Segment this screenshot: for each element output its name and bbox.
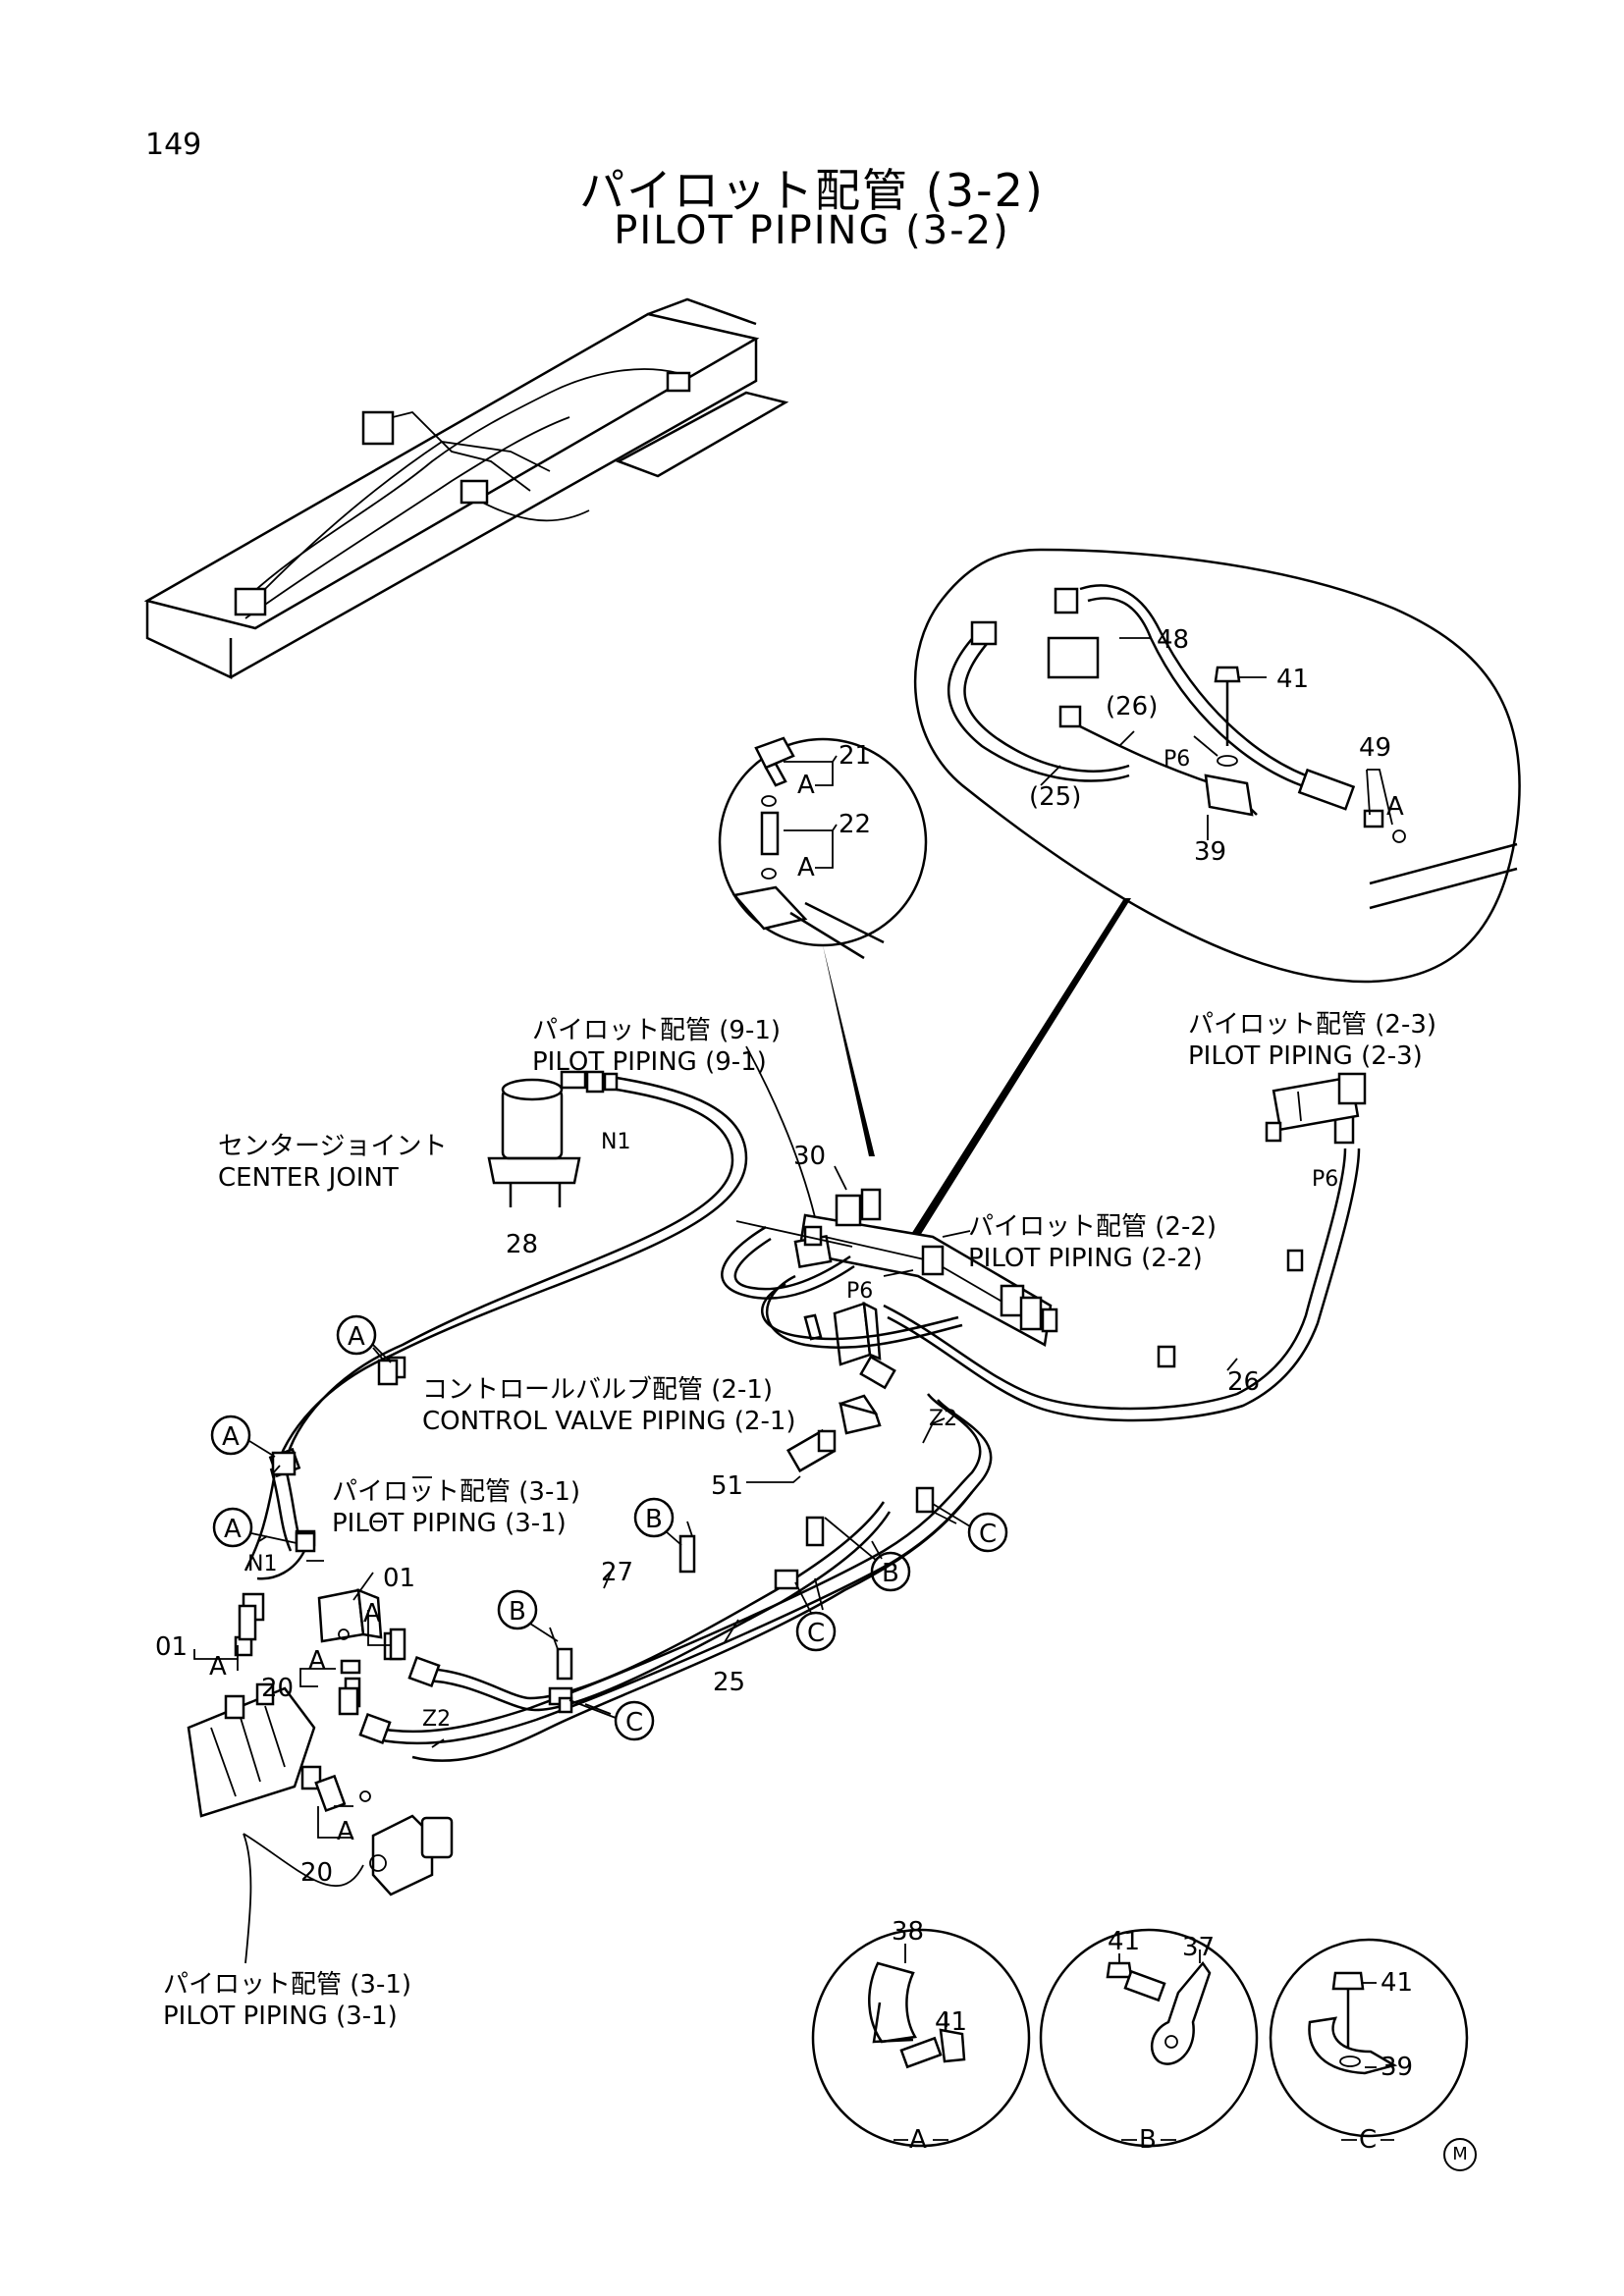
label-control-valve-piping-jp: コントロールバルブ配管 (2-1)	[422, 1375, 773, 1405]
label-pilot-piping-2-3-jp: パイロット配管 (2-3)	[1188, 1010, 1436, 1040]
svg-text:A: A	[224, 1515, 242, 1544]
control-valve-piping-block	[803, 1301, 882, 1435]
clamp-callouts: A A A B B B C	[210, 1314, 1008, 1741]
center-joint	[487, 1070, 619, 1207]
part-number-37: 37	[1182, 1933, 1215, 1962]
clamp-callout-b: B	[824, 1517, 911, 1592]
pilot-valve-left	[317, 1588, 403, 1708]
label-pilot-piping-2-3-en: PILOT PIPING (2-3)	[1188, 1041, 1423, 1071]
part-number-41-detail-b: 41	[1108, 1927, 1140, 1956]
label-pilot-piping-2-2-en: PILOT PIPING (2-2)	[968, 1244, 1203, 1273]
part-number-41-detail-c: 41	[1380, 1968, 1413, 1998]
detail-circle-c: 41 39 C	[1269, 1938, 1469, 2155]
page-title-japanese: パイロット配管 (3-2)	[579, 164, 1045, 217]
clamp-callout-c: C	[794, 1581, 837, 1652]
clamp-callout-b: B	[497, 1589, 559, 1642]
part-number-21: 21	[839, 741, 871, 771]
part-number-39: 39	[1194, 837, 1226, 867]
clamp-callout-c: C	[568, 1699, 655, 1741]
part-number-01-upper: 01	[383, 1564, 415, 1593]
detail-circle-fittings: 21 A 22 A	[718, 736, 928, 1156]
part-number-20-lower: 20	[300, 1858, 333, 1888]
detail-label-c: C	[1359, 2125, 1377, 2155]
part-number-20: 20	[261, 1674, 294, 1703]
label-center-joint-jp: センタージョイント	[218, 1132, 447, 1161]
machine-overview	[143, 297, 789, 679]
seal-label-a: A	[1386, 792, 1404, 822]
detail-circle-b: 41 37 B	[1039, 1927, 1259, 2155]
part-number-48: 48	[1157, 625, 1189, 655]
port-label-p6-upper: P6	[1312, 1167, 1338, 1192]
seal-label-a: A	[308, 1646, 326, 1676]
part-number-26: 26	[1227, 1367, 1260, 1397]
label-pilot-piping-3-1-lower-en: PILOT PIPING (3-1)	[163, 2002, 398, 2031]
label-pilot-piping-3-1-jp: パイロット配管 (3-1)	[332, 1477, 580, 1507]
seal-label-a: A	[209, 1652, 227, 1682]
clamp-callout-a: A	[212, 1507, 298, 1548]
detail-label-a: A	[909, 2125, 927, 2155]
part-number-39-detail-c: 39	[1380, 2053, 1413, 2082]
seal-label-a: A	[797, 771, 815, 800]
main-piping-layout: パイロット配管 (9-1) PILOT PIPING (9-1) パイロット配管…	[155, 1010, 1436, 2031]
port-label-z2: Z2	[929, 1407, 957, 1431]
part-number-26-ref: (26)	[1106, 692, 1158, 721]
part-number-49: 49	[1359, 733, 1391, 763]
svg-text:B: B	[509, 1597, 526, 1627]
part-number-41-detail-a: 41	[935, 2007, 967, 2037]
part-number-28: 28	[506, 1230, 538, 1259]
publisher-logo: M	[1443, 2138, 1477, 2171]
port-label-z2-lower: Z2	[422, 1707, 451, 1732]
svg-text:A: A	[222, 1422, 240, 1452]
port-label-n1-lower: N1	[247, 1552, 277, 1576]
svg-text:A: A	[348, 1322, 365, 1352]
clamp-callout-b: B	[633, 1497, 682, 1546]
svg-text:C: C	[625, 1708, 643, 1737]
detail-label-b: B	[1139, 2125, 1157, 2155]
part-number-27: 27	[601, 1558, 633, 1587]
svg-text:B: B	[645, 1505, 663, 1534]
label-pilot-piping-3-1-en: PILOT PIPING (3-1)	[332, 1509, 567, 1538]
svg-text:C: C	[979, 1520, 997, 1549]
port-label-p6-center: P6	[846, 1279, 873, 1304]
page-number: 149	[145, 128, 202, 162]
seal-label-a: A	[363, 1599, 381, 1629]
part-number-25-ref: (25)	[1029, 782, 1081, 812]
detail-oval-pilot-piping: 48 41 (26) P6 (25) 39 49 A	[908, 548, 1521, 1239]
svg-text:B: B	[882, 1559, 899, 1588]
part-number-51: 51	[711, 1471, 743, 1501]
part-number-22: 22	[839, 810, 871, 839]
part-number-01: 01	[155, 1632, 188, 1662]
clamp-callout-c: C	[932, 1503, 1008, 1553]
label-control-valve-piping-en: CONTROL VALVE PIPING (2-1)	[422, 1407, 796, 1436]
part-number-30: 30	[793, 1142, 826, 1171]
detail-circle-a: 38 41 A	[811, 1917, 1031, 2155]
part-number-41: 41	[1276, 665, 1309, 694]
svg-text:C: C	[807, 1619, 825, 1648]
clamp-callout-a: A	[336, 1314, 392, 1363]
label-pilot-piping-2-2-jp: パイロット配管 (2-2)	[968, 1212, 1217, 1242]
seal-label-a: A	[337, 1817, 354, 1846]
clamp-callout-a: A	[210, 1415, 276, 1458]
port-label-n1: N1	[601, 1130, 630, 1154]
part-number-25: 25	[713, 1668, 745, 1697]
label-center-joint-en: CENTER JOINT	[218, 1163, 399, 1193]
label-pilot-piping-9-1-en: PILOT PIPING (9-1)	[532, 1047, 767, 1077]
page-title-english: PILOT PIPING (3-2)	[614, 208, 1010, 253]
control-valve-lower-left	[187, 1682, 454, 1896]
label-pilot-piping-9-1-jp: パイロット配管 (9-1)	[532, 1016, 781, 1045]
port-label-p6: P6	[1164, 747, 1190, 772]
seal-label-a: A	[797, 853, 815, 882]
part-number-38: 38	[892, 1917, 924, 1947]
label-pilot-piping-3-1-lower-jp: パイロット配管 (3-1)	[163, 1970, 411, 2000]
pilot-manifold	[793, 1188, 1058, 1347]
